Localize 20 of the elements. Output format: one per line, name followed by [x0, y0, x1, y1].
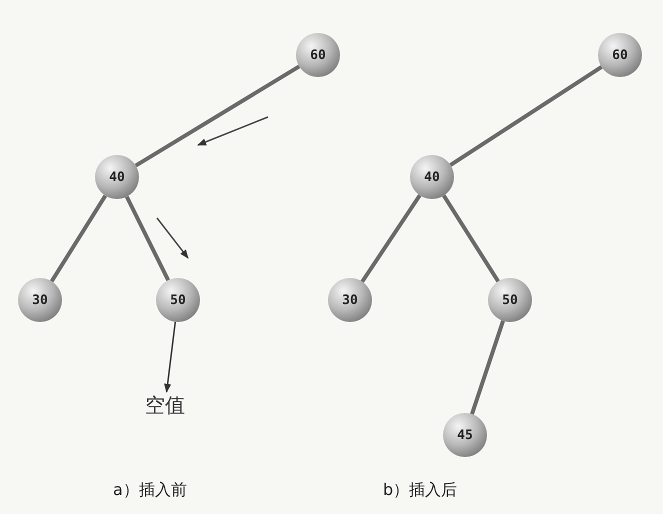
tree-branch-line	[360, 194, 422, 283]
tree-branch-line	[470, 320, 505, 415]
tree-node-ball: 60	[598, 33, 642, 77]
arrow	[164, 322, 176, 393]
tree-node-ball: 40	[95, 155, 139, 199]
caption: b）插入后	[383, 480, 458, 500]
tree-node-ball: 45	[443, 413, 487, 457]
tree-node-ball: 60	[296, 33, 340, 77]
tree-node-ball: 30	[18, 278, 62, 322]
tree-node-ball: 30	[328, 278, 372, 322]
tree-branch-line	[449, 65, 603, 167]
tree-branch-line	[124, 196, 170, 282]
tree-branch-line	[50, 194, 108, 282]
tree-node-ball: 50	[156, 278, 200, 322]
tree-node-ball: 40	[410, 155, 454, 199]
null-value-text: 空值	[145, 392, 185, 418]
caption: a）插入前	[113, 480, 187, 500]
tree-branch-line	[442, 194, 500, 282]
tree-branch-line	[134, 64, 300, 168]
tree-node-ball: 50	[488, 278, 532, 322]
